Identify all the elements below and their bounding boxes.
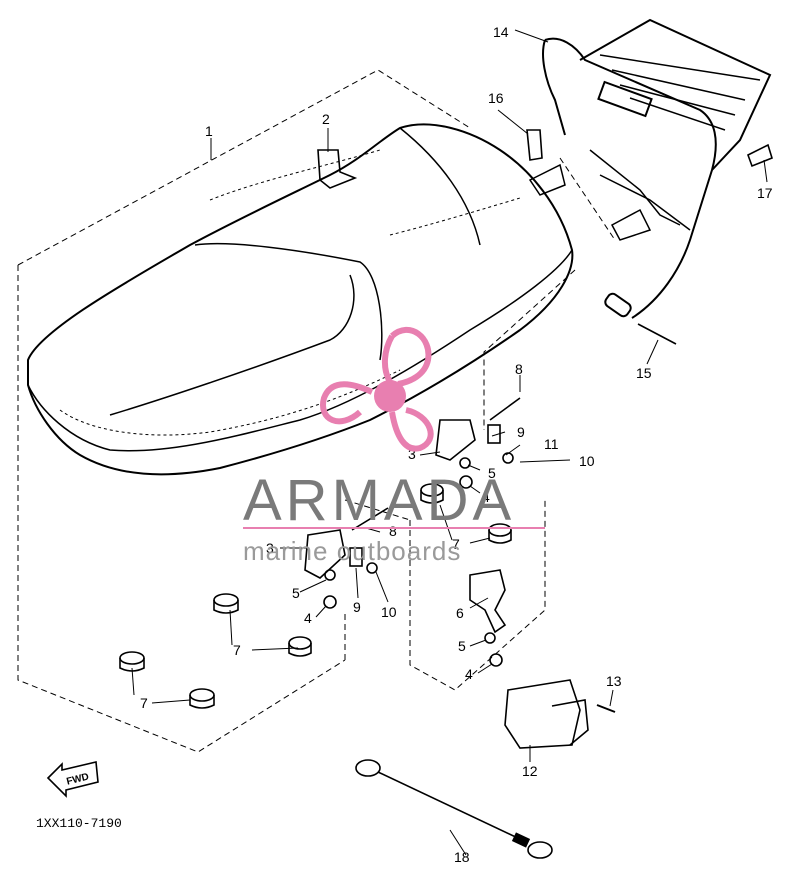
callout-4c: 4 [465, 666, 473, 682]
callout-12: 12 [522, 763, 538, 779]
damper-2 [488, 523, 512, 544]
callout-3b: 3 [266, 540, 274, 556]
callout-1: 1 [205, 123, 213, 139]
callout-9a: 9 [517, 424, 525, 440]
seat-lock-cable [355, 759, 553, 859]
callout-13: 13 [606, 673, 622, 689]
seat-illustration [27, 123, 574, 476]
callout-5c: 5 [458, 638, 466, 654]
callout-4b: 4 [304, 610, 312, 626]
fwd-label: FWD [65, 772, 90, 788]
callout-6: 6 [456, 605, 464, 621]
leader-lines [131, 29, 768, 856]
callout-7b: 7 [233, 642, 241, 658]
forward-arrow-icon: FWD [46, 761, 99, 798]
part-code: 1XX110-7190 [36, 816, 122, 831]
rear-carrier-rack [528, 18, 772, 319]
watermark: ARMADA marine outboards [243, 327, 545, 566]
damper-4 [288, 636, 312, 657]
propeller-logo-icon [320, 327, 434, 452]
callout-7a: 7 [452, 536, 460, 552]
callout-14: 14 [493, 24, 509, 40]
hardware-parts [304, 129, 773, 749]
callout-7c: 7 [140, 695, 148, 711]
assembly-boundary [17, 69, 616, 753]
callout-2: 2 [322, 111, 330, 127]
callout-4a: 4 [482, 489, 490, 505]
callout-10b: 10 [381, 604, 397, 620]
callout-11: 11 [544, 436, 559, 452]
callout-5b: 5 [292, 585, 300, 601]
watermark-tagline: marine outboards [243, 536, 461, 566]
callout-8b: 8 [389, 523, 397, 539]
callout-labels: 1 2 3 3 4 4 4 5 5 5 6 7 7 7 7 8 8 9 9 10… [140, 24, 773, 865]
callout-17: 17 [757, 185, 773, 201]
rubber-dampers [119, 483, 512, 709]
watermark-brand: ARMADA [243, 468, 515, 533]
callout-8a: 8 [515, 361, 523, 377]
damper-3 [213, 593, 239, 614]
callout-3a: 3 [408, 446, 416, 462]
damper-6 [189, 688, 215, 709]
callout-15: 15 [636, 365, 652, 381]
callout-5a: 5 [488, 465, 496, 481]
callout-18: 18 [454, 849, 470, 865]
callout-16: 16 [488, 90, 504, 106]
callout-10a: 10 [579, 453, 595, 469]
callout-9b: 9 [353, 599, 361, 615]
damper-1 [420, 483, 444, 504]
